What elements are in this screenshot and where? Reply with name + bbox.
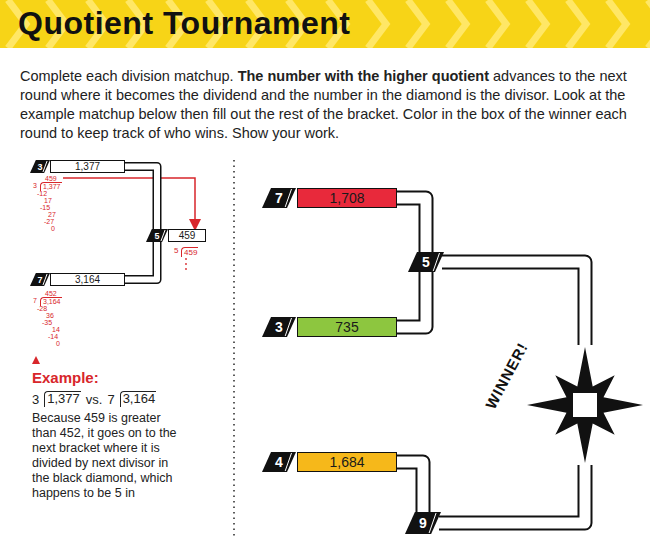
- bracket-pipe: [123, 167, 157, 230]
- dividend-box: 1,708: [297, 188, 397, 208]
- divisor-number: 3: [37, 162, 42, 172]
- division-work: 452: [45, 290, 57, 297]
- division-work: 17: [44, 197, 52, 204]
- instruction-text: The number with the higher quotient: [238, 68, 489, 84]
- page-title: Quotient Tournament: [18, 5, 350, 41]
- example-equation: 3 1,377 vs. 7 3,164: [32, 391, 161, 407]
- dividend: 3,164: [120, 391, 157, 407]
- division-work: 0: [56, 340, 60, 347]
- versus: vs.: [86, 392, 103, 407]
- division-work: -12: [37, 190, 47, 197]
- divisor-number: 9: [419, 515, 427, 531]
- dividend-number: 1,684: [329, 454, 364, 470]
- divisor-number: 4: [275, 454, 283, 470]
- example-heading: Example:: [32, 370, 99, 385]
- bracket-pipe: [395, 462, 423, 512]
- bracket-pipe: [395, 272, 426, 327]
- dividend-box: 1,684: [297, 452, 397, 472]
- divisor-number: 7: [275, 190, 283, 206]
- winner-label: WINNER!: [482, 339, 531, 411]
- division-work: -28: [37, 305, 47, 312]
- red-dot: [185, 263, 187, 265]
- divisor-number: 7: [37, 275, 42, 285]
- red-triangle: [32, 356, 40, 364]
- example-explanation: Because 459 is greater than 452, it goes…: [32, 411, 184, 501]
- division-work: -15: [40, 204, 50, 211]
- division-work: 3: [33, 182, 37, 189]
- division-work: -27: [44, 218, 54, 225]
- explanation-text: Because 459 is greater than 452, it goes…: [32, 411, 177, 500]
- header-band: [0, 0, 650, 48]
- division-work: -14: [48, 333, 58, 340]
- divisor: 3: [32, 392, 39, 407]
- division-work: 459: [181, 247, 198, 257]
- division-work: 36: [46, 312, 54, 319]
- bracket-pipe: [442, 262, 585, 345]
- divisor-diamond: 3: [30, 160, 50, 173]
- bracket-pipe: [395, 198, 426, 252]
- division-work: 5: [174, 247, 178, 255]
- dividend-box: 1,377: [50, 160, 125, 173]
- bracket-pipe: [123, 242, 157, 280]
- divider-line: [233, 160, 235, 538]
- dividend-number: 459: [179, 230, 196, 241]
- divisor-diamond: 5: [408, 252, 444, 272]
- divisor-diamond: 5: [146, 229, 168, 242]
- dividend: 1,377: [44, 391, 81, 407]
- header-chevrons: [0, 0, 650, 48]
- red-dot: [185, 268, 187, 270]
- instructions: Complete each division matchup.The numbe…: [20, 67, 632, 143]
- divisor-diamond: 7: [30, 273, 50, 286]
- division-work: 0: [51, 225, 55, 232]
- division-work: 3,164: [40, 297, 62, 306]
- division-work: 1,377: [40, 182, 62, 191]
- division-work: 14: [52, 326, 60, 333]
- title-holder: Quotient Tournament: [18, 5, 350, 42]
- instruction-text: Complete each division matchup.: [20, 68, 234, 84]
- division-work: 27: [48, 211, 56, 218]
- divisor-diamond: 7: [262, 188, 296, 208]
- dividend-number: 1,708: [329, 190, 364, 206]
- divisor-diamond: 9: [405, 512, 441, 534]
- dividend-number: 3,164: [75, 274, 100, 285]
- division-work: 459: [45, 175, 57, 182]
- winner-star: WINNER!: [525, 345, 645, 465]
- dividend-number: 1,377: [75, 161, 100, 172]
- red-arrow: [63, 178, 195, 225]
- division-work: -35: [42, 319, 52, 326]
- bracket-pipe: [439, 465, 585, 523]
- dividend-box: 735: [297, 317, 397, 337]
- star-shape: [525, 345, 645, 465]
- divisor-number: 3: [275, 319, 283, 335]
- divisor-diamond: 3: [262, 317, 296, 337]
- divisor-number: 5: [422, 254, 430, 270]
- divisor: 7: [107, 392, 114, 407]
- division-work: 7: [33, 297, 37, 304]
- red-dot: [185, 258, 187, 260]
- dividend-number: 735: [335, 319, 358, 335]
- dividend-box: 3,164: [50, 273, 125, 286]
- dividend-box: 459: [168, 229, 206, 242]
- divisor-number: 5: [154, 231, 159, 241]
- divisor-diamond: 4: [262, 452, 296, 472]
